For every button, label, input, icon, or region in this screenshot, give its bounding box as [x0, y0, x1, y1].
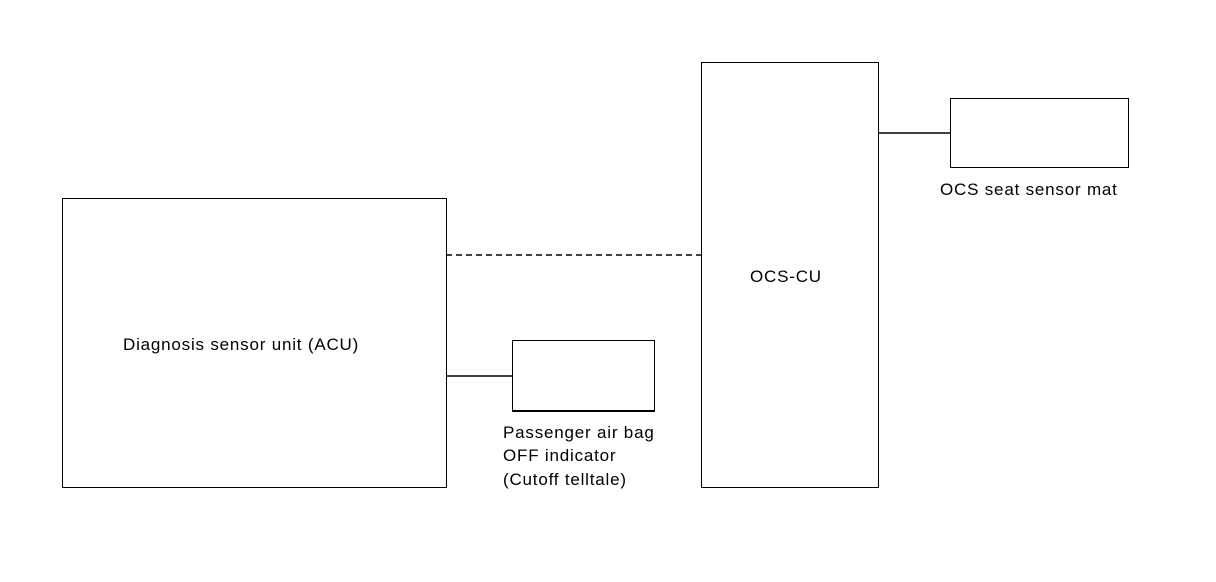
- ocs-cu-box: [701, 62, 879, 488]
- acu-label: Diagnosis sensor unit (ACU): [123, 335, 360, 354]
- indicator-label-line-1: Passenger air bag: [503, 423, 655, 442]
- indicator-label-line-2: OFF indicator: [503, 446, 617, 465]
- indicator-box: [512, 340, 655, 412]
- indicator-label-line-3: (Cutoff telltale): [503, 470, 627, 489]
- acu-box: [62, 198, 447, 488]
- seat-sensor-mat-box: [950, 98, 1129, 168]
- seat-sensor-mat-label: OCS seat sensor mat: [940, 180, 1118, 199]
- ocs-cu-label: OCS-CU: [750, 267, 822, 286]
